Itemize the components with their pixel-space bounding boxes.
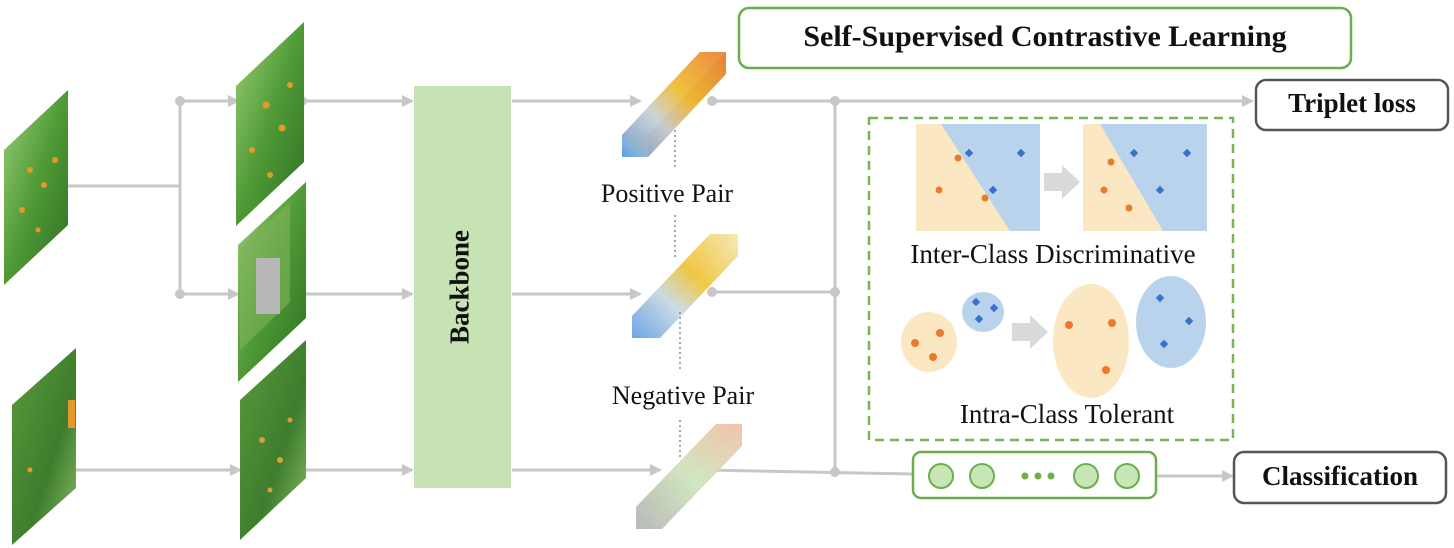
input-leaf-image-bottom: [12, 348, 76, 545]
input-leaf-image-top: [4, 90, 68, 285]
transform-arrow-icon: [1012, 315, 1048, 349]
inter-class-after-panel: [1083, 124, 1207, 231]
ellipsis-dot: [1021, 472, 1029, 480]
augmented-image-bottom: [240, 340, 306, 540]
augmented-image-masked: [238, 182, 306, 382]
neuron: [928, 463, 954, 489]
intra-class-after-panel: [1053, 276, 1206, 398]
neuron: [1073, 463, 1099, 489]
inter-class-label: Inter-Class Discriminative: [910, 239, 1195, 269]
fully-connected-layer: [911, 450, 1158, 500]
triplet-loss-label: Triplet loss: [1288, 88, 1416, 118]
ellipsis-dot: [1047, 472, 1055, 480]
title-box: Self-Supervised Contrastive Learning: [737, 6, 1353, 70]
intra-class-label: Intra-Class Tolerant: [960, 399, 1175, 429]
negative-pair-label: Negative Pair: [612, 381, 755, 410]
classification-box: Classification: [1232, 450, 1448, 505]
feature-vector-positive: [622, 52, 726, 157]
metric-learning-inset: Inter-Class Discriminative Intra-Class T…: [867, 116, 1235, 442]
intra-class-before-panel: [901, 292, 1004, 372]
backbone-label: Backbone: [445, 230, 475, 344]
classification-label: Classification: [1262, 461, 1418, 491]
transform-arrow-icon: [1044, 165, 1080, 199]
backbone-block: Backbone: [414, 86, 511, 488]
neuron: [1114, 463, 1140, 489]
occlusion-mask: [256, 258, 280, 314]
page-title: Self-Supervised Contrastive Learning: [803, 20, 1286, 53]
neuron: [969, 463, 995, 489]
feature-vector-negative: [632, 234, 738, 338]
ellipsis-dot: [1034, 472, 1042, 480]
triplet-loss-box: Triplet loss: [1254, 78, 1450, 132]
positive-pair-label: Positive Pair: [601, 179, 734, 208]
connection-lines: [52, 95, 1254, 482]
inter-class-before-panel: [916, 124, 1040, 231]
feature-vector-classification: [636, 424, 742, 529]
pair-dotted-connectors: [674, 130, 681, 458]
cls-feature-out: [705, 468, 913, 476]
augmented-image-top: [236, 22, 304, 226]
